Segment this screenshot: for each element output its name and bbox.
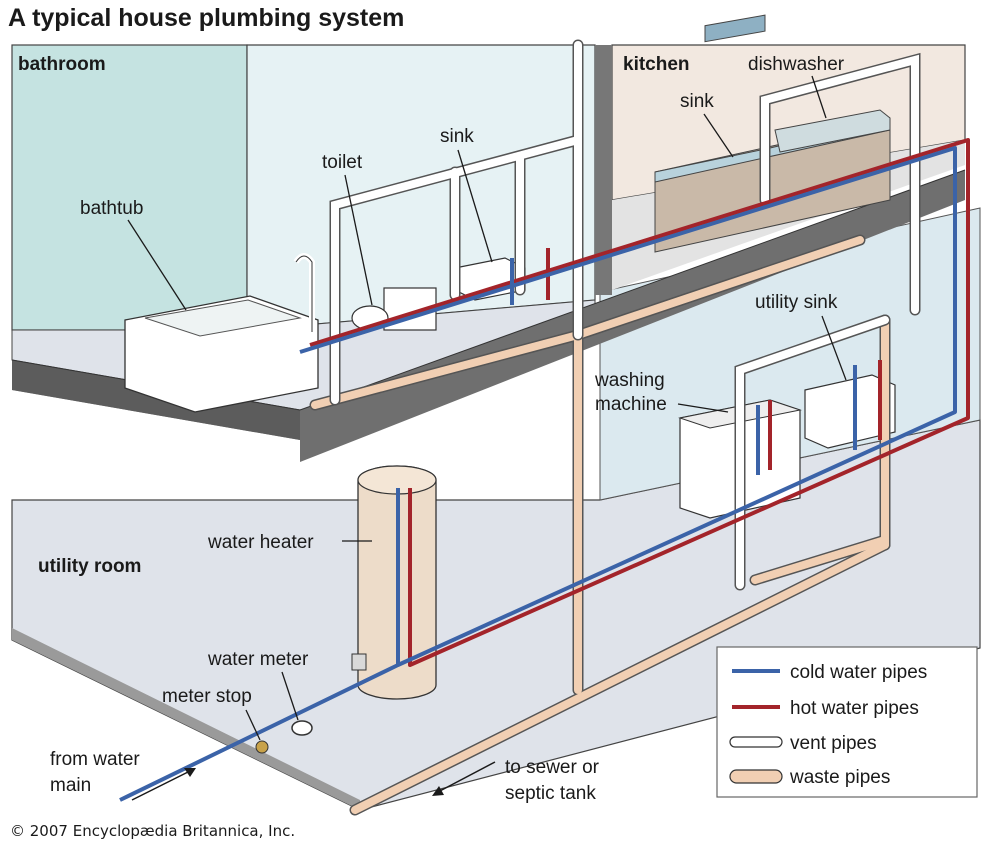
legend-waste-swatch xyxy=(729,769,783,784)
legend-vent-swatch xyxy=(729,736,783,748)
kitchen-sink-basin xyxy=(704,14,766,43)
waste-pipes xyxy=(309,234,891,816)
label-bathroom-sink: sink xyxy=(440,126,474,147)
water-heater-control xyxy=(351,653,367,671)
vent-pipes xyxy=(329,39,921,591)
label-washing-machine-1: washing xyxy=(594,370,665,391)
water-meter xyxy=(291,720,313,736)
label-meter-stop: meter stop xyxy=(162,686,252,707)
floor-edge xyxy=(12,628,360,810)
meter-stop xyxy=(255,740,269,754)
label-from-water-main-2: main xyxy=(50,775,91,796)
bathtub-basin xyxy=(144,299,302,337)
legend-vent-label: vent pipes xyxy=(790,733,877,754)
legend-cold-label: cold water pipes xyxy=(790,662,927,683)
cold-water-pipes xyxy=(119,146,957,802)
label-water-heater: water heater xyxy=(207,532,314,553)
arrow-from-main xyxy=(131,769,193,801)
bathroom-wall-left xyxy=(11,44,248,331)
label-dishwasher: dishwasher xyxy=(748,54,845,75)
legend: cold water pipes hot water pipes vent pi… xyxy=(716,646,978,798)
label-to-sewer-1: to sewer or xyxy=(505,757,600,778)
label-kitchen: kitchen xyxy=(623,54,690,75)
label-washing-machine-2: machine xyxy=(595,394,667,415)
legend-hot-label: hot water pipes xyxy=(790,698,919,719)
label-toilet: toilet xyxy=(322,152,363,173)
label-water-meter: water meter xyxy=(207,649,309,670)
label-utility-sink: utility sink xyxy=(755,292,838,313)
partition-wall xyxy=(595,45,612,295)
upper-floor-slab-front xyxy=(12,360,300,440)
label-kitchen-sink: sink xyxy=(680,91,714,112)
dishwasher xyxy=(774,109,891,153)
label-utility-room: utility room xyxy=(38,556,141,577)
label-from-water-main-1: from water xyxy=(50,749,140,770)
copyright-credit: © 2007 Encyclopædia Britannica, Inc. xyxy=(10,822,295,840)
label-bathroom: bathroom xyxy=(18,54,106,75)
legend-waste-label: waste pipes xyxy=(789,767,890,788)
label-to-sewer-2: septic tank xyxy=(505,783,596,804)
label-bathtub: bathtub xyxy=(80,198,143,219)
arrow-to-sewer xyxy=(437,761,496,793)
diagram-title: A typical house plumbing system xyxy=(8,4,405,32)
utility-sink xyxy=(804,374,896,449)
slab-outline-2 xyxy=(299,169,966,411)
